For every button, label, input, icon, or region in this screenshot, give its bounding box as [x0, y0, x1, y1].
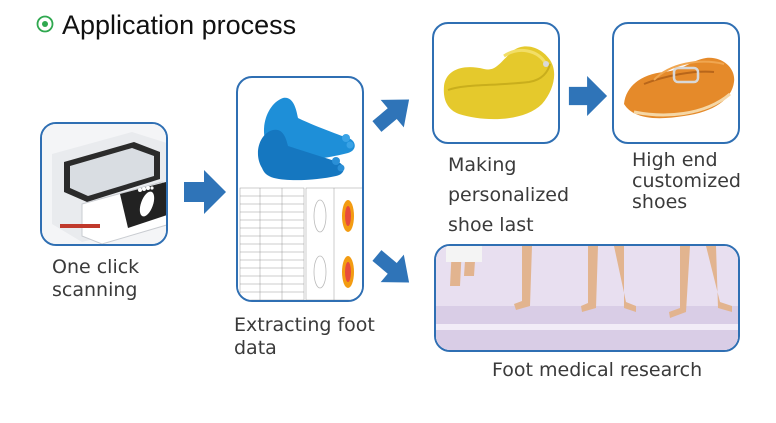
foot-scanner-device-image	[42, 124, 166, 244]
step-label-research: Foot medical research	[492, 359, 703, 381]
step-label-scanning: One click scanning	[52, 256, 140, 301]
step-label-shoe-last: Making personalized shoe last	[448, 154, 570, 236]
bare-feet-research-image	[436, 246, 738, 350]
3d-foot-model-image	[257, 97, 355, 181]
circle-dot-icon	[36, 15, 54, 33]
down-right-arrow-icon	[372, 250, 410, 283]
custom-shoe-image-card	[612, 22, 740, 144]
orange-loafer-shoe-image	[624, 57, 735, 119]
foot-data-sheet	[238, 186, 362, 300]
research-image-card	[434, 244, 740, 352]
shoe-last-image-card	[432, 22, 560, 144]
up-right-arrow-icon	[372, 99, 410, 132]
right-arrow-icon	[184, 170, 226, 214]
step-label-extracting: Extracting foot data	[234, 314, 375, 359]
right-arrow-icon-2	[568, 76, 608, 116]
yellow-shoe-last-image	[443, 46, 555, 120]
page-title: Application process	[62, 10, 297, 40]
foot-data-image-card	[236, 76, 364, 302]
step-label-custom-shoes: High end customized shoes	[632, 149, 741, 213]
scanner-image-card	[40, 122, 168, 246]
